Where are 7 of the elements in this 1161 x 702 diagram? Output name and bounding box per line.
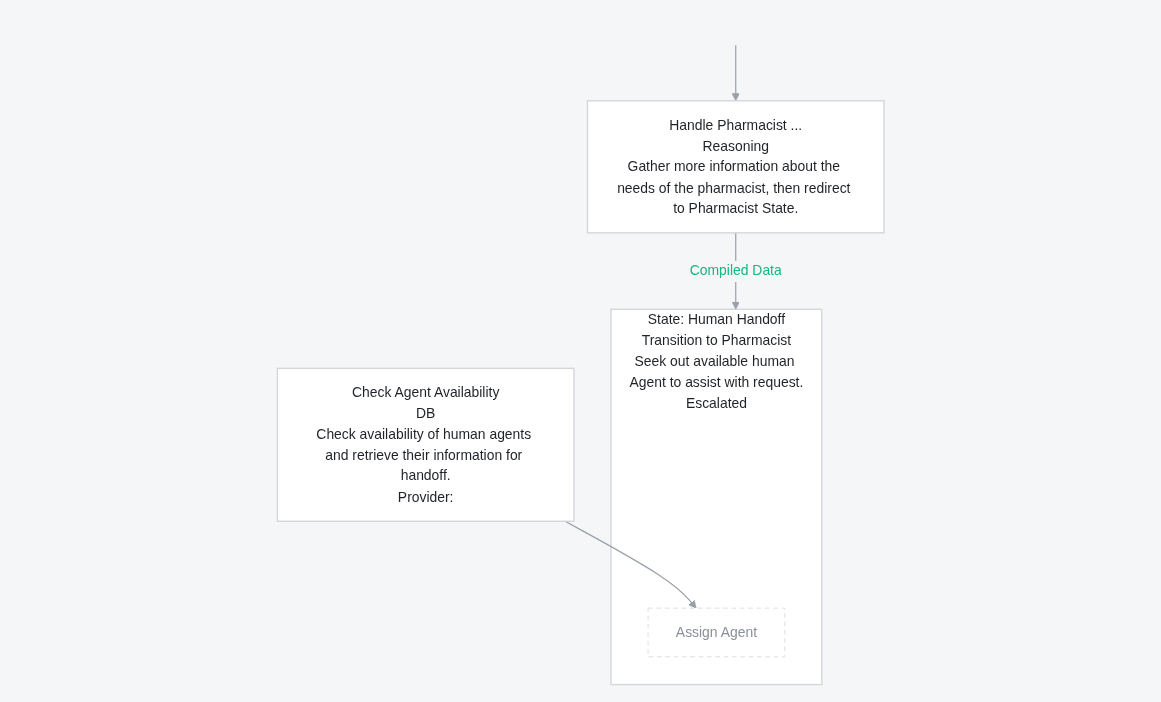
- node-box: Check Agent Availability DB Check availability of human agents and retrieve their information for handoff. Provider:: [276, 367, 575, 522]
- edge-label: Compiled Data: [689, 262, 782, 279]
- node-label: Escalated: [685, 394, 747, 411]
- arrow: [564, 520, 697, 609]
- node-box: Assign Agent: [647, 607, 786, 658]
- node-box: Handle Pharmacist ... Reasoning Gather more information about the needs of the pharmacist, then redirect to Pharmacist State.: [586, 100, 885, 234]
- arrow: [731, 44, 740, 102]
